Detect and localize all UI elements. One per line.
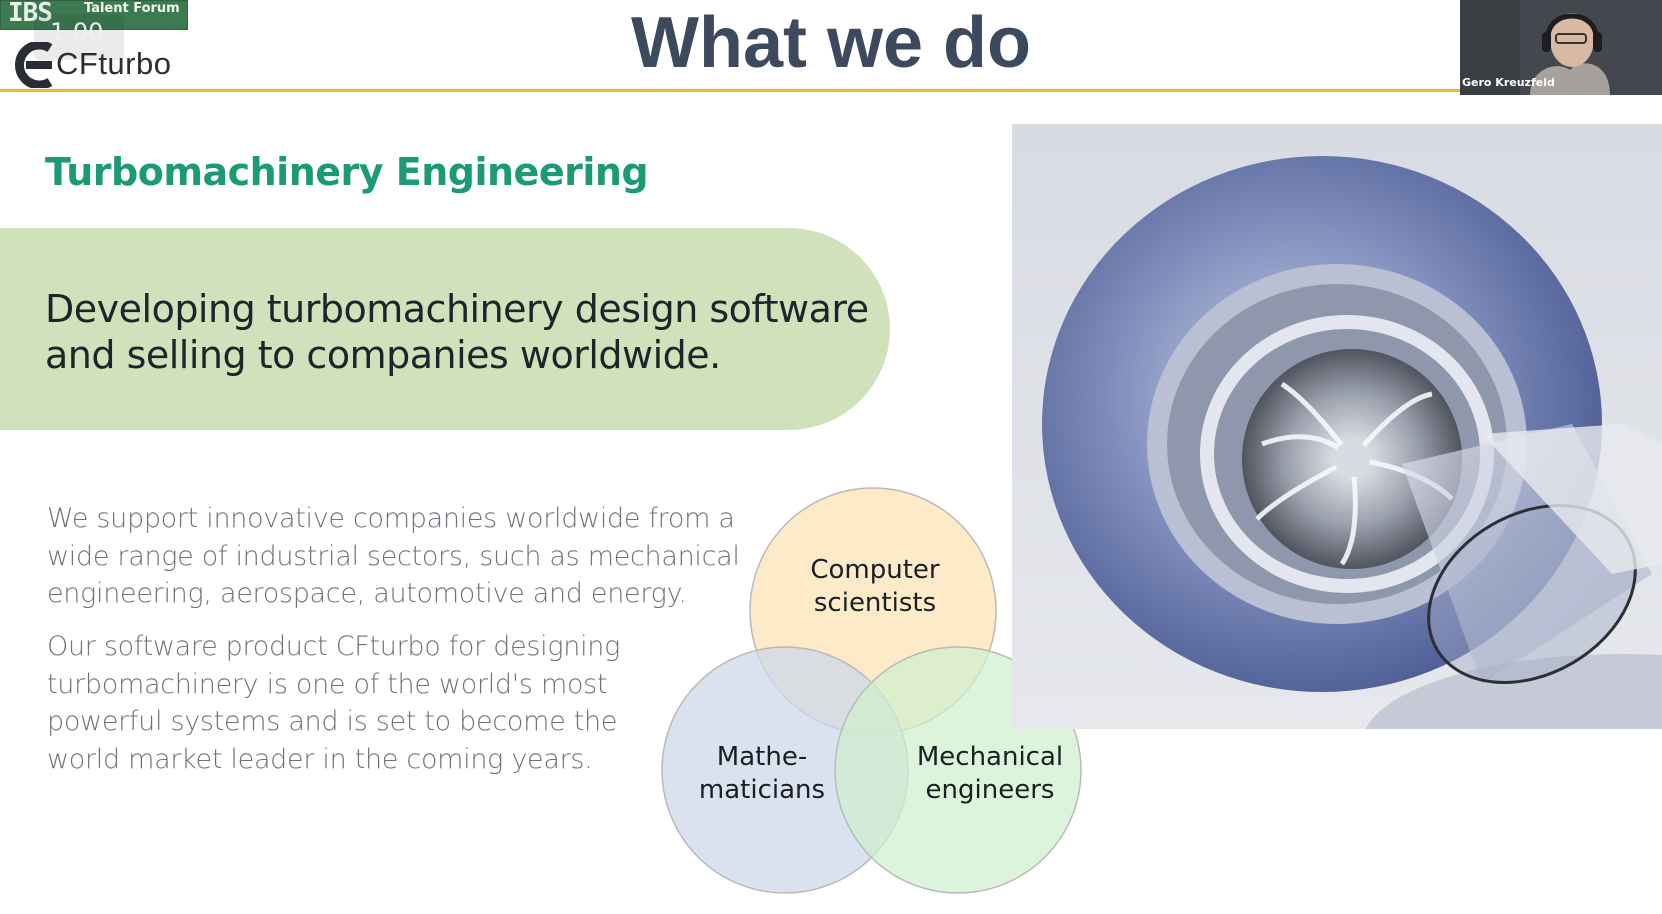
- highlight-banner: [0, 228, 890, 430]
- participant-video-icon: [1460, 0, 1662, 95]
- venn-label-line: Mechanical: [916, 742, 1064, 772]
- ibs-subtitle: Talent Forum: [84, 1, 180, 16]
- venn-label-line: engineers: [925, 775, 1055, 805]
- turbomachinery-render-image: [1012, 124, 1662, 729]
- cfturbo-logo-icon: [15, 42, 53, 88]
- participant-name-label: Gero Kreuzfeld: [1462, 76, 1555, 89]
- webcam-video-tile[interactable]: [1460, 0, 1662, 95]
- zoom-overlay[interactable]: [34, 14, 124, 60]
- venn-label-line: scientists: [813, 588, 937, 618]
- slide-title: What we do: [631, 3, 1031, 83]
- zoom-level-readout: 1.00: [50, 18, 104, 46]
- venn-label-computer-scientists: Computer scientists: [790, 554, 960, 620]
- venn-label-mathematicians: Mathe- maticians: [682, 741, 842, 807]
- paragraph-industries: We support innovative companies worldwid…: [47, 503, 740, 609]
- venn-label-line: Mathe-: [716, 742, 808, 772]
- banner-text: Developing turbomachinery design softwar…: [45, 287, 869, 377]
- venn-label-line: maticians: [698, 775, 826, 805]
- cfturbo-logo-text: CFturbo: [56, 46, 172, 81]
- title-underline: [0, 89, 1460, 92]
- section-heading: Turbomachinery Engineering: [45, 150, 649, 194]
- venn-label-mechanical-engineers: Mechanical engineers: [900, 741, 1080, 807]
- ibs-talent-forum-badge: [0, 0, 188, 30]
- venn-label-line: Computer: [810, 555, 940, 585]
- paragraph-product: Our software product CFturbo for designi…: [47, 631, 620, 775]
- ibs-logo-text: IBS: [8, 0, 53, 28]
